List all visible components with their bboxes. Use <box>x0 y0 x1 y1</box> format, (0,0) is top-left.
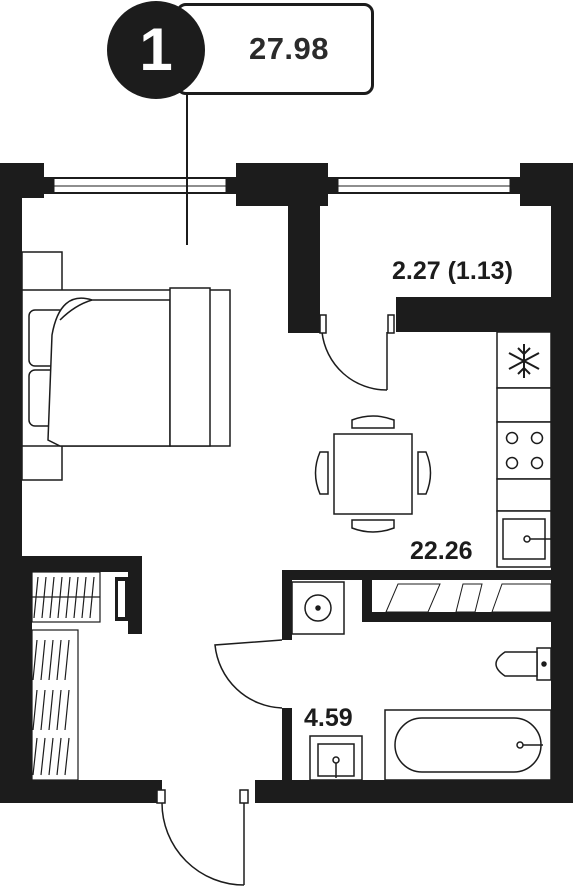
cooktop-icon <box>505 431 544 470</box>
bathtub <box>384 709 552 781</box>
walls <box>0 163 573 803</box>
bathroom-area-label: 4.59 <box>304 704 353 732</box>
vent-shafts <box>385 583 552 613</box>
window-main <box>43 177 237 194</box>
total-area-box: 27.98 <box>176 3 374 95</box>
snowflake-icon <box>508 344 540 378</box>
kitchen-unit <box>496 331 552 568</box>
window-balcony <box>327 177 521 194</box>
dining-table <box>314 415 432 533</box>
total-area: 27.98 <box>248 31 330 66</box>
kitchen-sink-faucet <box>523 535 551 543</box>
wardrobe <box>31 571 128 781</box>
washbasin <box>309 735 363 781</box>
main-room-area-label: 22.26 <box>410 537 473 565</box>
entrance-door <box>156 789 249 886</box>
room-count-badge: 1 <box>107 1 205 99</box>
bathroom-door <box>214 639 283 709</box>
double-bed-icon <box>21 251 231 481</box>
balcony-door <box>319 314 395 391</box>
room-count: 1 <box>139 16 173 83</box>
toilet <box>495 647 552 681</box>
balcony-area-label: 2.27 (1.13) <box>392 257 513 285</box>
washing-machine <box>291 581 345 635</box>
